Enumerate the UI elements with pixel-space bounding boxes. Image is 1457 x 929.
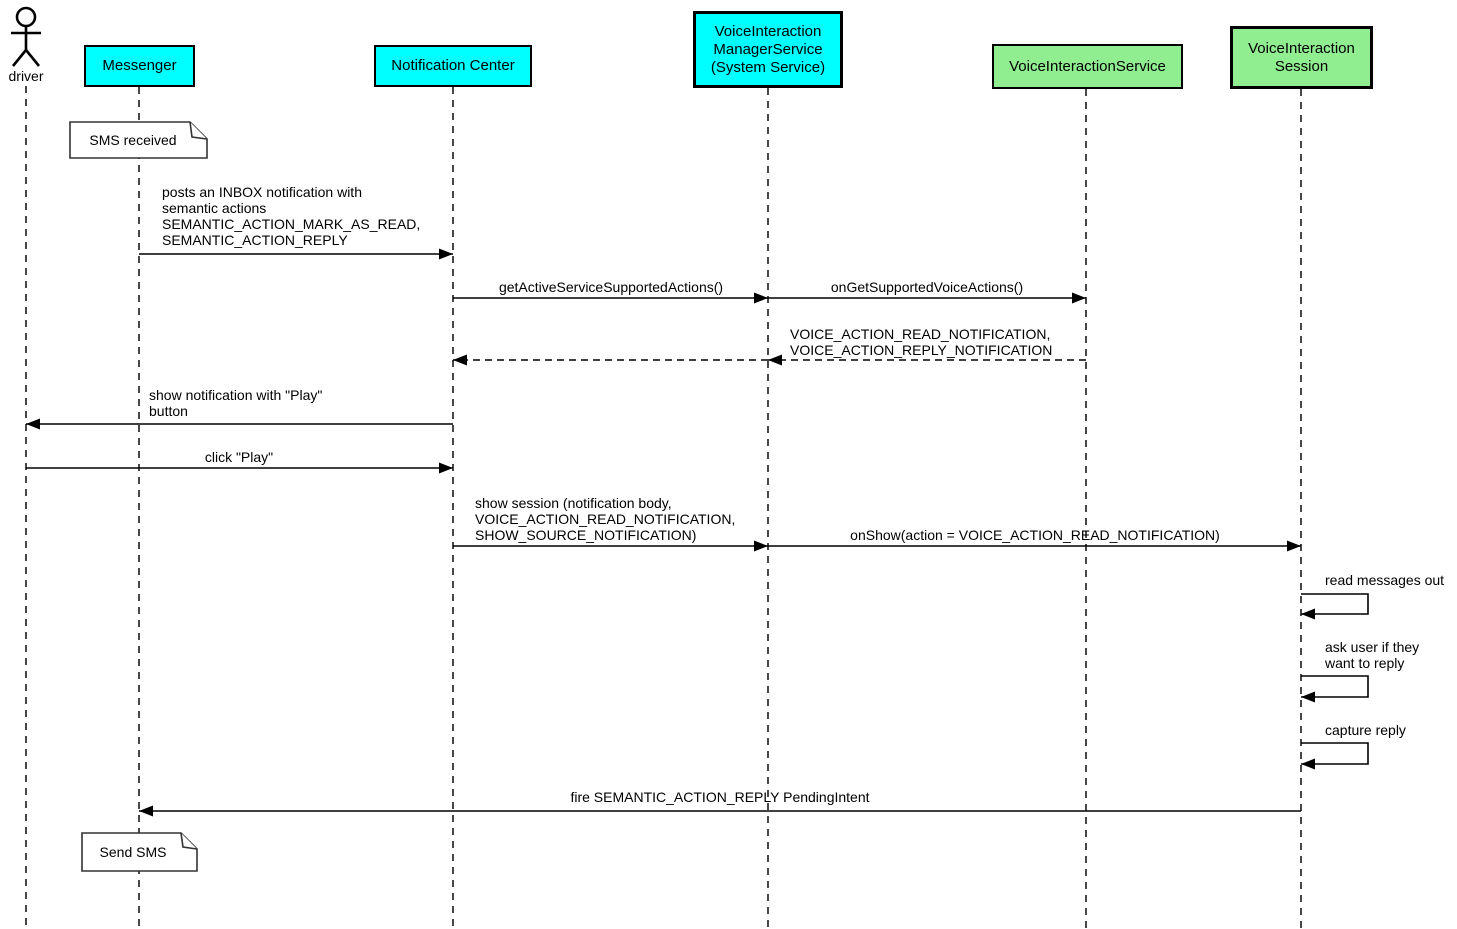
participant-voice-interaction-session: VoiceInteraction Session [1230,26,1373,89]
message-label-posts-inbox: posts an INBOX notification with semanti… [162,184,421,248]
message-label-read-messages-out: read messages out [1325,572,1445,588]
note-sms-received: SMS received [89,132,177,148]
actor-label: driver [8,68,44,84]
participant-messenger: Messenger [84,45,195,87]
participant-voice-interaction-service: VoiceInteractionService [992,44,1183,89]
message-label-on-show: onShow(action = VOICE_ACTION_READ_NOTIFI… [850,527,1220,543]
actor-icon [11,6,41,67]
message-label-capture-reply: capture reply [1325,722,1406,738]
note-send-sms: Send SMS [99,844,167,860]
message-label-fire-reply: fire SEMANTIC_ACTION_REPLY PendingIntent [570,789,870,805]
message-label-on-get-supported-voice-actions: onGetSupportedVoiceActions() [830,279,1024,295]
message-label-show-session: show session (notification body, VOICE_A… [475,495,736,543]
self-arrow-capture-reply [1301,742,1369,770]
message-label-ask-user-reply: ask user if they want to reply [1325,639,1420,671]
message-label-show-notification: show notification with "Play" button [149,387,323,419]
self-arrow-read-messages-out [1301,593,1369,620]
self-arrow-ask-user-reply [1301,675,1369,703]
message-label-get-active-service-supported-actions: getActiveServiceSupportedActions() [498,279,724,295]
message-label-click-play: click "Play" [204,449,274,465]
participant-voice-interaction-manager-service: VoiceInteraction ManagerService (System … [693,11,843,88]
note-shape-sms-received [69,121,208,159]
note-shape-send-sms [81,832,198,872]
participant-notification-center: Notification Center [374,45,532,87]
message-label-supported-actions-return: VOICE_ACTION_READ_NOTIFICATION, VOICE_AC… [790,326,1053,358]
